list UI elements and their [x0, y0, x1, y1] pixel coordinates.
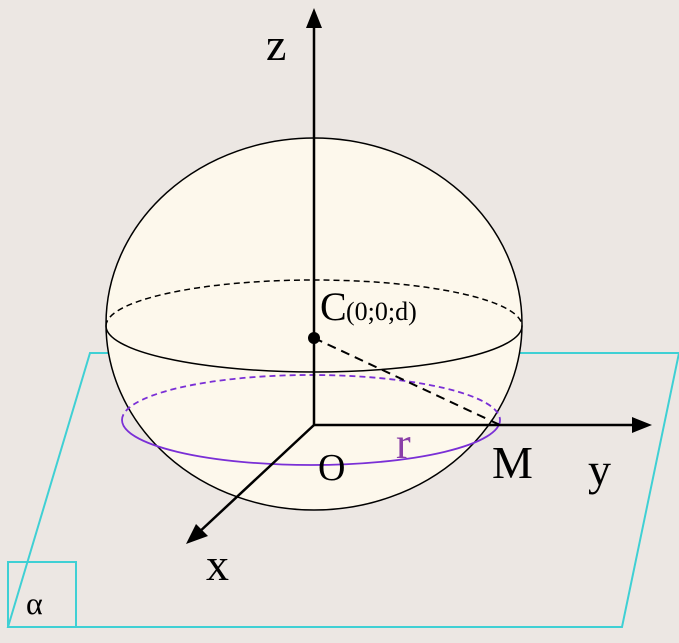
section-circle-back — [121, 374, 501, 421]
center-label: C — [320, 284, 347, 329]
x-axis-label: x — [206, 539, 229, 590]
point-m-label: M — [492, 437, 533, 488]
x-axis — [195, 424, 315, 536]
z-axis-label: z — [266, 19, 286, 70]
x-arrow-icon — [186, 524, 208, 544]
center-coords-label: (0;0;d) — [346, 297, 417, 326]
y-axis-label: y — [588, 444, 611, 495]
segment-cm — [313, 337, 501, 426]
z-arrow-icon — [306, 8, 322, 28]
radius-label: r — [396, 419, 411, 468]
center-point — [308, 332, 320, 344]
section-circle-front — [121, 419, 501, 466]
plane-alpha-label: α — [26, 585, 43, 621]
y-arrow-icon — [632, 417, 652, 433]
plane-alpha-label-box — [7, 561, 77, 628]
origin-label: O — [318, 447, 345, 489]
